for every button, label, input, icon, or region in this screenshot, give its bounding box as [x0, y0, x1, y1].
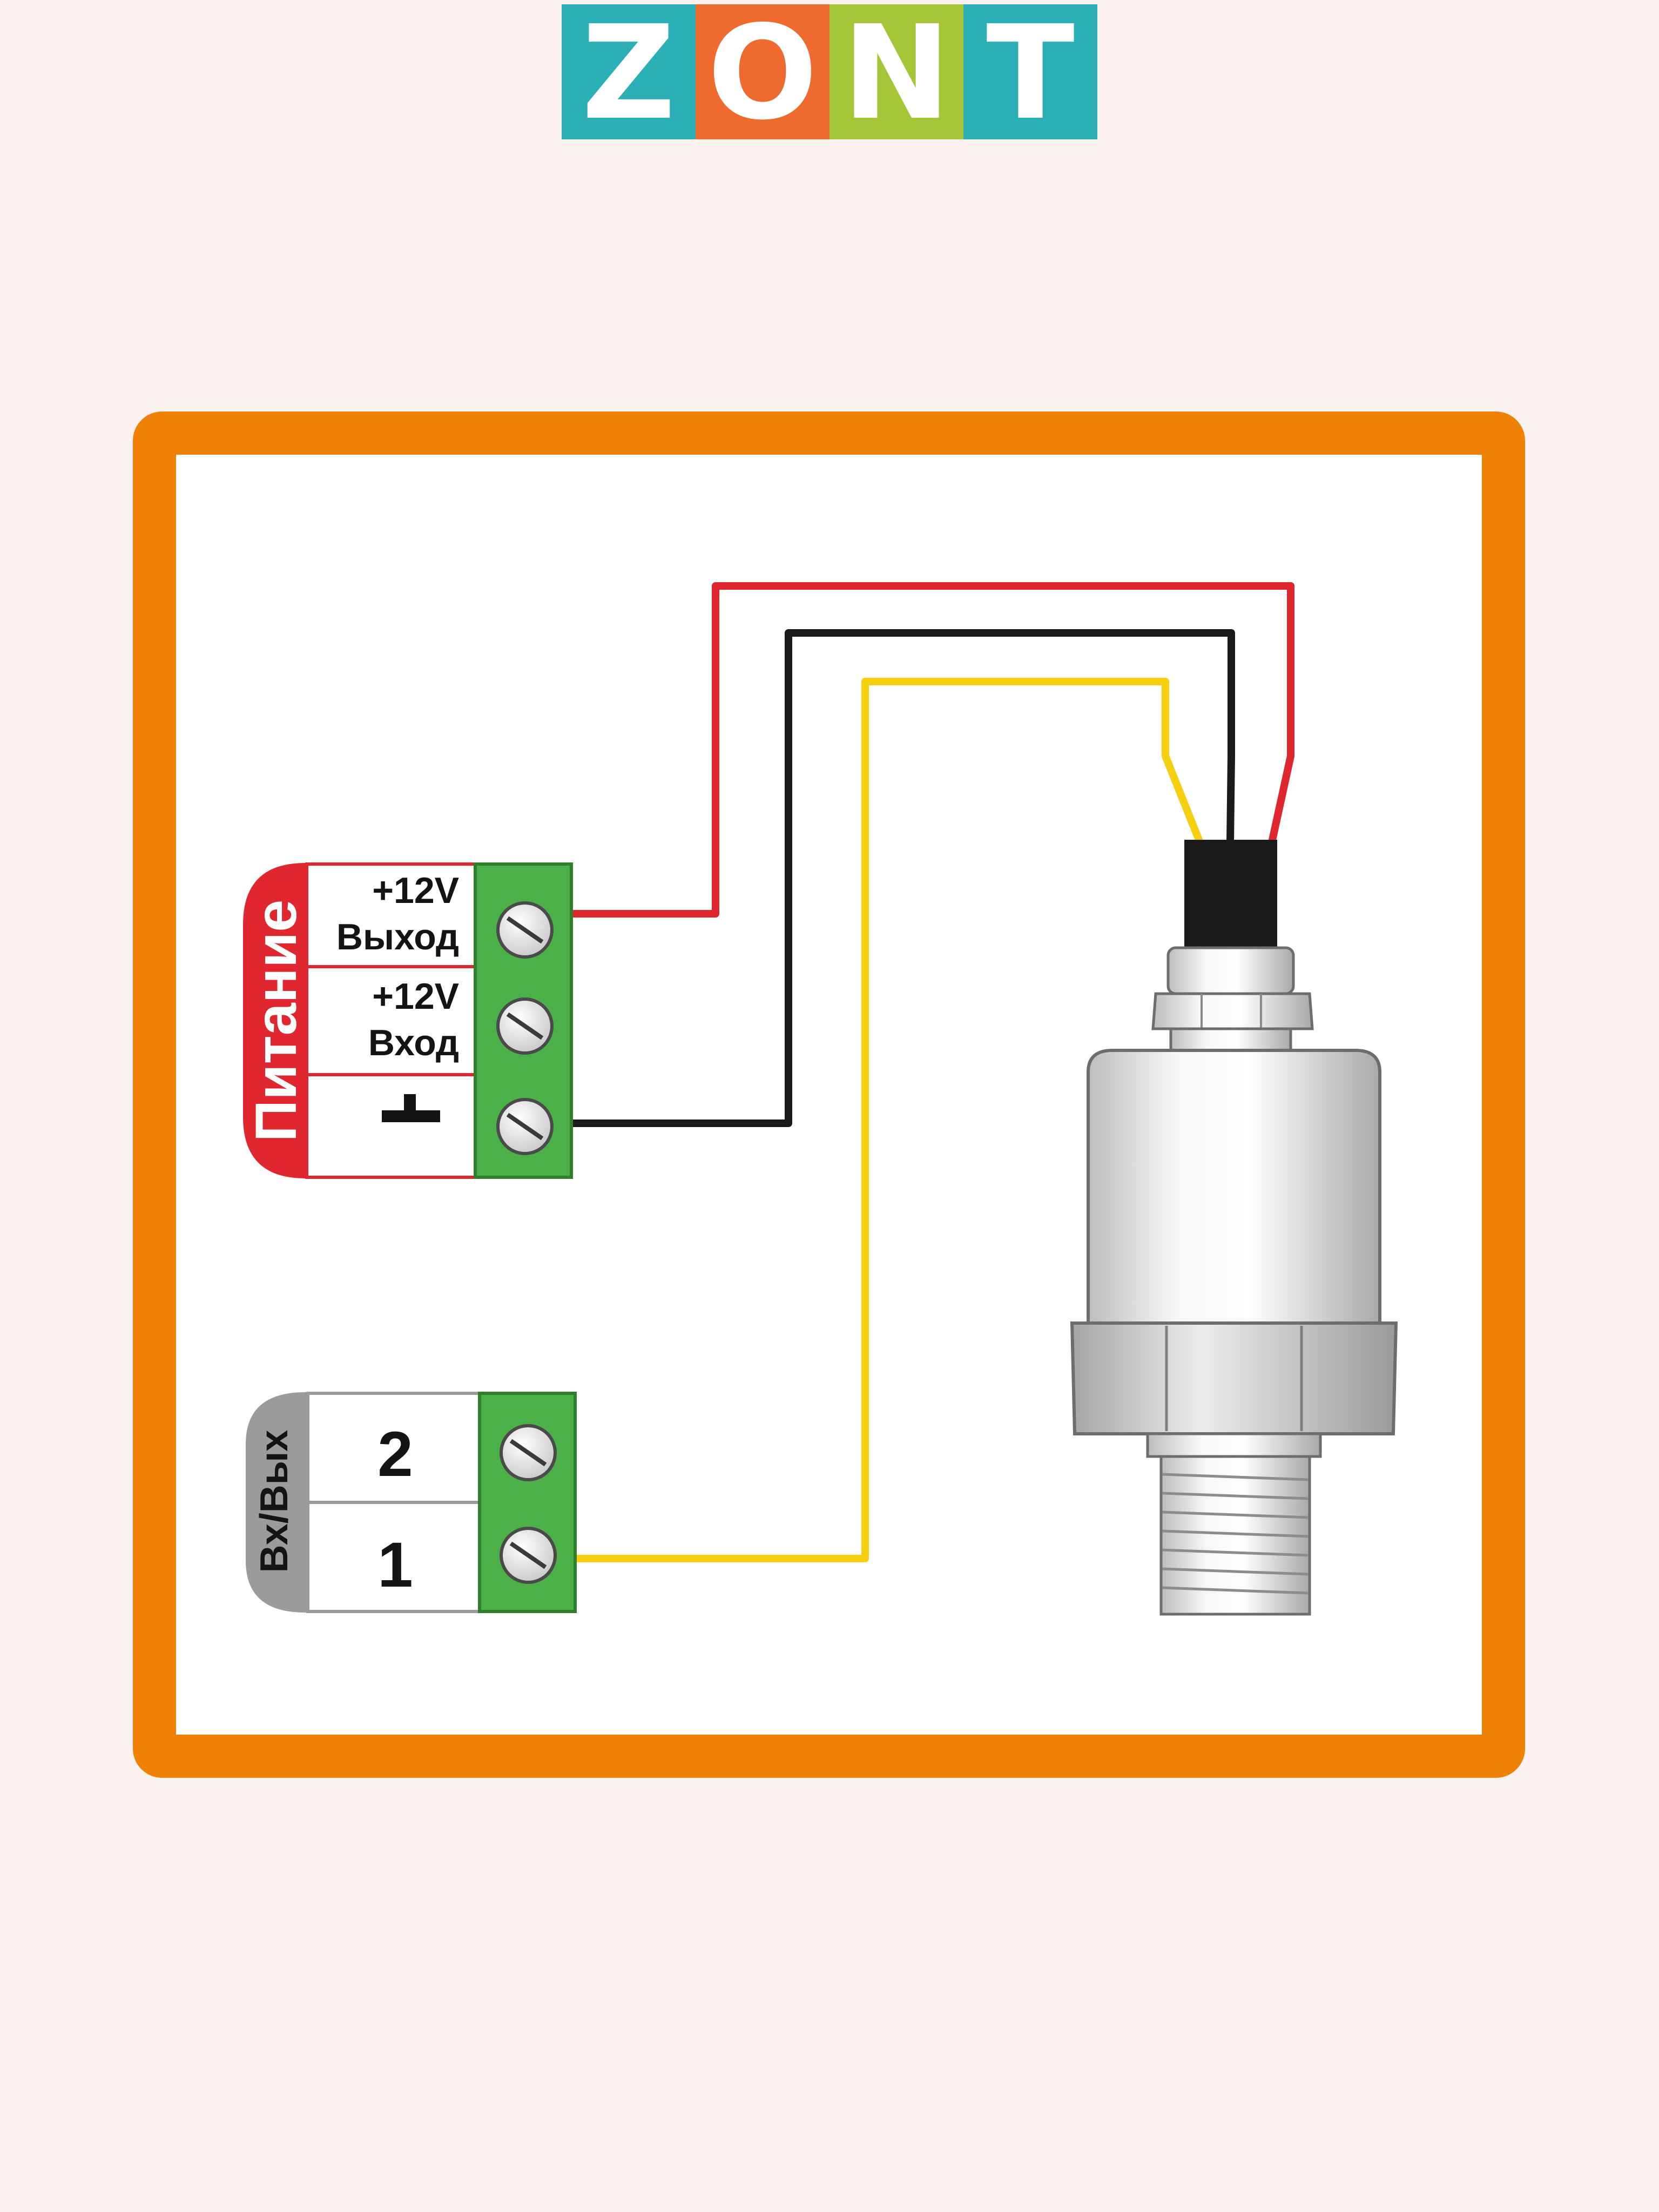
io-row-1-label: 1	[377, 1529, 413, 1601]
power-row-2-line2: Вход	[368, 1022, 459, 1063]
screw-terminal	[496, 1098, 554, 1155]
sensor-cable-sheath	[1184, 840, 1277, 950]
io-terminal-block: Вх/Вых 2 1	[246, 1392, 577, 1613]
screw-terminal	[496, 997, 554, 1055]
power-label-panel	[305, 862, 477, 1179]
logo-letter: Z	[582, 0, 676, 149]
power-row-1-line2: Выход	[336, 916, 459, 957]
logo-letter-tile	[696, 4, 830, 139]
logo-letter-tile	[830, 4, 963, 139]
power-title: Питание	[243, 900, 308, 1142]
yellow-wire	[575, 678, 1204, 1562]
sensor-body	[1087, 1049, 1381, 1325]
screw-terminal	[500, 1424, 557, 1481]
ground-icon	[382, 1094, 440, 1122]
sensor-hex-nut	[1070, 1321, 1398, 1435]
red-wire	[571, 582, 1294, 918]
power-row-1-line1: +12V	[372, 870, 459, 911]
io-tab	[246, 1392, 308, 1613]
logo-letter: T	[986, 0, 1075, 149]
logo-letter-tile	[963, 4, 1097, 139]
logo-letter: N	[842, 0, 951, 149]
io-row-2-label: 2	[377, 1419, 413, 1490]
power-tab	[243, 863, 307, 1178]
screw-terminal	[496, 901, 554, 959]
logo-letter-tile	[562, 4, 696, 139]
black-wire	[571, 629, 1235, 1127]
screw-terminal	[500, 1527, 557, 1584]
logo-letter: O	[707, 0, 818, 149]
io-title: Вх/Вых	[253, 1430, 296, 1573]
power-row-2-line1: +12V	[372, 976, 459, 1017]
power-terminal-block: Питание +12V Выход +12V Вход	[243, 862, 573, 1179]
zont-logo: Z O N T	[562, 0, 1097, 149]
pressure-sensor-icon	[1070, 840, 1398, 1616]
